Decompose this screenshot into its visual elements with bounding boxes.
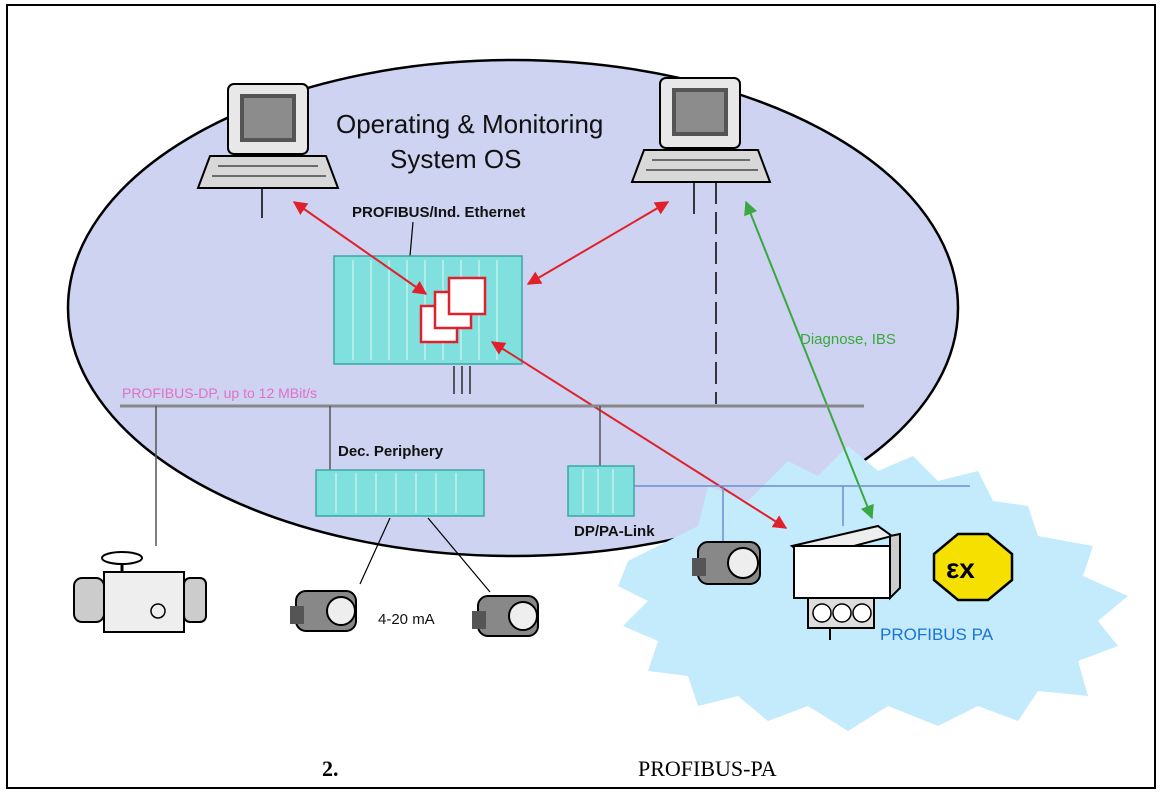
cpu-stack-icon	[419, 276, 487, 344]
dec-periphery-label: Dec. Periphery	[338, 443, 444, 460]
dec-periphery-module	[315, 469, 485, 517]
positioner-icon	[789, 524, 901, 640]
computer-right-icon	[630, 77, 772, 404]
profibus-diagram: Operating & Monitoring System OS PROFIBU…	[66, 58, 1128, 731]
ex-hazard-icon: εx	[932, 532, 1014, 602]
figure-number: 2.	[322, 756, 339, 781]
os-title-line1: Operating & Monitoring	[336, 109, 603, 139]
figure-frame: Operating & Monitoring System OS PROFIBU…	[6, 4, 1156, 789]
computer-left-icon	[196, 83, 340, 218]
pa-transmitter-icon	[692, 541, 761, 585]
link-arrow-positioner	[490, 341, 788, 529]
dp-pa-link-label: DP/PA-Link	[574, 523, 655, 540]
diagnose-arrow	[744, 200, 874, 520]
figure-caption: PROFIBUS-PA	[638, 756, 777, 781]
ex-symbol: εx	[946, 553, 975, 584]
transmitter-right-icon	[472, 595, 539, 637]
transmitter-left-icon	[290, 590, 357, 632]
ethernet-label: PROFIBUS/Ind. Ethernet	[352, 204, 525, 221]
profibus-pa-label: PROFIBUS PA	[880, 625, 994, 644]
link-arrow-left-pc	[292, 201, 428, 295]
valve-actuator-icon	[73, 551, 207, 633]
diagnose-label: Diagnose, IBS	[800, 331, 896, 348]
dp-bus-label: PROFIBUS-DP, up to 12 MBit/s	[122, 385, 317, 401]
link-arrow-right-pc	[526, 201, 670, 285]
os-title-line2: System OS	[390, 144, 521, 174]
dp-pa-link-module	[567, 465, 635, 517]
current-loop-label: 4-20 mA	[378, 611, 435, 628]
